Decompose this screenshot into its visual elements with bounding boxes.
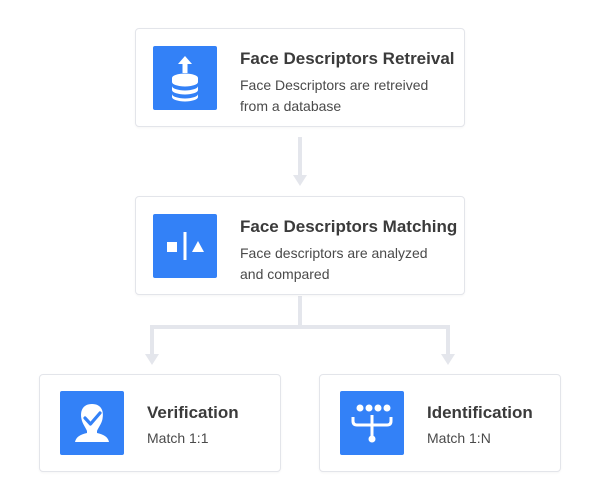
connector-retrieval-to-matching: [293, 137, 307, 186]
database-upload-icon: [153, 46, 217, 110]
arrow-down-icon: [441, 354, 455, 365]
step-description: Match 1:N: [427, 430, 491, 446]
step-card-retrieval: Face Descriptors Retreival Face Descript…: [135, 28, 465, 127]
person-check-icon: [60, 391, 124, 455]
step-title: Face Descriptors Matching: [240, 217, 458, 236]
fan-in-network-icon: [340, 391, 404, 455]
connector-matching-to-outcomes: [145, 296, 455, 365]
step-description: Face descriptors are analyzed and compar…: [240, 245, 428, 282]
arrow-down-icon: [293, 175, 307, 186]
step-card-matching: Face Descriptors Matching Face descripto…: [135, 196, 465, 295]
step-description: Face Descriptors are retreived from a da…: [240, 77, 429, 114]
arrow-down-icon: [145, 354, 159, 365]
step-description: Match 1:1: [147, 430, 209, 446]
step-card-verification: Verification Match 1:1: [39, 374, 281, 472]
step-title: Verification: [147, 403, 239, 422]
shape-compare-icon: [153, 214, 217, 278]
step-title: Face Descriptors Retreival: [240, 49, 455, 68]
step-card-identification: Identification Match 1:N: [319, 374, 561, 472]
step-title: Identification: [427, 403, 533, 422]
